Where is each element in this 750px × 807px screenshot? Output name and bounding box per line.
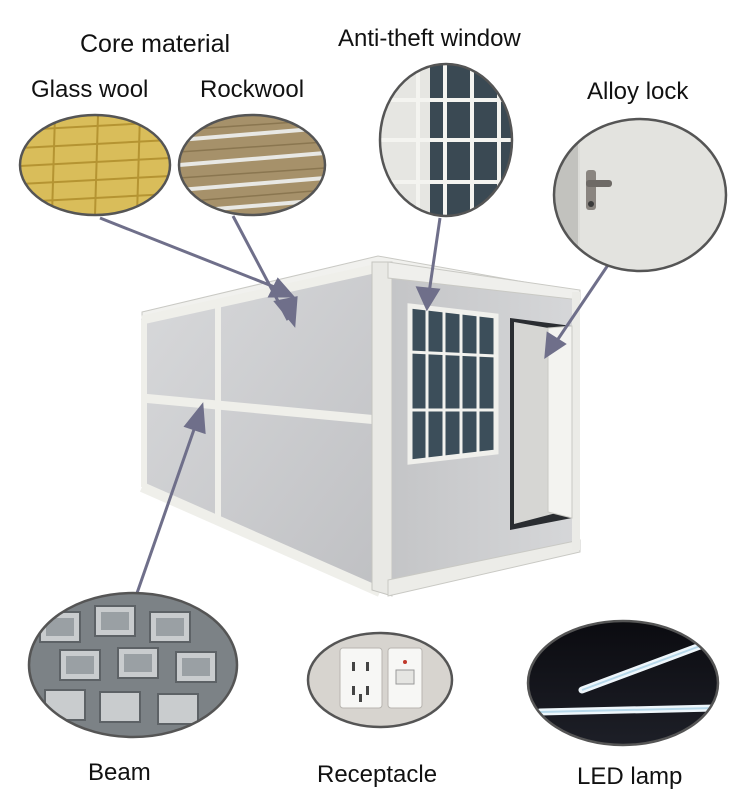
- alloy-lock-bubble: [552, 117, 728, 273]
- core-material-label: Core material: [80, 30, 231, 58]
- rockwool-bubble: [177, 113, 327, 217]
- led-lamp-bubble: [526, 619, 720, 747]
- pointer-arrows: [99, 215, 610, 597]
- receptacle-label: Receptacle: [317, 761, 438, 788]
- beam-bubble: [27, 591, 239, 739]
- alloy-lock-label: Alloy lock: [587, 78, 689, 105]
- window-grille: [407, 303, 499, 465]
- led-lamp-label: LED lamp: [577, 763, 683, 790]
- glass-wool-label: Glass wool: [31, 76, 149, 103]
- beam-label: Beam: [88, 759, 151, 786]
- glass-wool-bubble: [18, 113, 172, 217]
- container-house: [139, 255, 581, 597]
- anti-theft-window-label: Anti-theft window: [338, 25, 521, 52]
- receptacle-bubble: [306, 631, 454, 729]
- rockwool-label: Rockwool: [200, 76, 305, 103]
- open-door: [510, 318, 573, 530]
- anti-theft-window-bubble: [378, 62, 514, 218]
